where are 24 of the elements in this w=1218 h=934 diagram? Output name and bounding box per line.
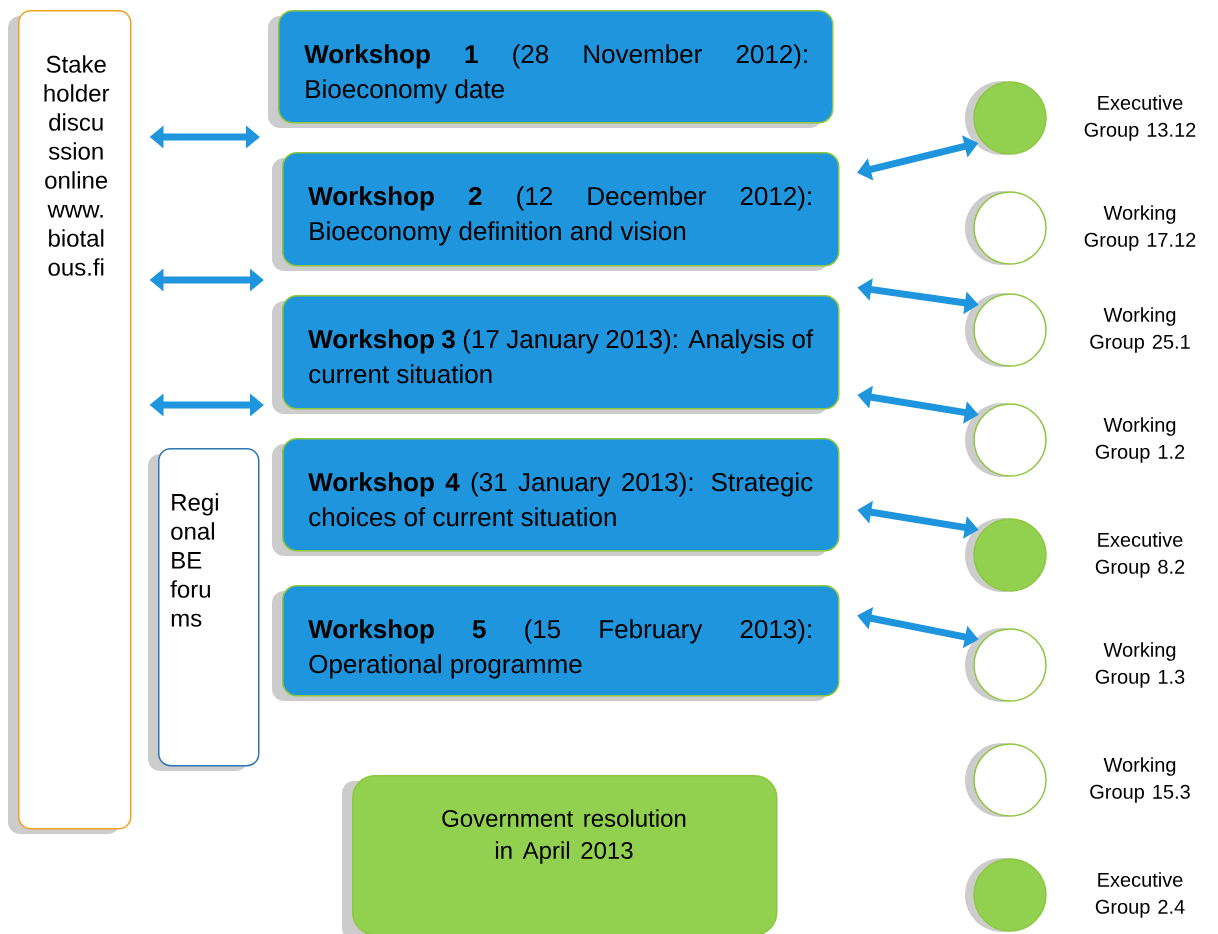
resolution-box: Government resolution in April 2013 [342,775,778,934]
group-label: Executive Group 13.12 [1084,95,1196,141]
group-label: Working Group 25.1 [1090,307,1190,353]
group-label: Working Group 17.12 [1084,205,1196,251]
group-label: Working Group 15.3 [1090,757,1190,803]
group-circle [965,858,1047,932]
group-label: Executive Group 8.2 [1095,532,1185,578]
group-circle [965,518,1047,592]
group-circle [965,403,1047,477]
group-label: Executive Group 2.4 [1095,872,1185,918]
text-panel: Stake holder discu ssion online www. biotal ous.fi [8,10,132,834]
workshop-box: Workshop 1 (28 November 2012): Bioeconomy date [268,10,834,128]
group-circle [965,81,1047,155]
group-label: Working Group 1.3 [1095,642,1185,688]
workshop-box: Workshop 5 (15 February 2013): Operational programme [272,585,840,701]
group-circle [965,628,1047,702]
workshop-box: Workshop 3 (17 January 2013): Analysis of current situation [272,295,840,414]
workshop-box: Workshop 2 (12 December 2012): Bioeconomy definition and vision [272,152,840,271]
group-circle [965,191,1047,265]
group-circle [965,743,1047,817]
group-circle [965,293,1047,367]
text-panel: Regi onal BE foru ms [148,448,260,771]
workshop-box: Workshop 4 (31 January 2013): Strategic choices of current situation [272,438,840,556]
group-label: Working Group 1.2 [1095,417,1185,463]
